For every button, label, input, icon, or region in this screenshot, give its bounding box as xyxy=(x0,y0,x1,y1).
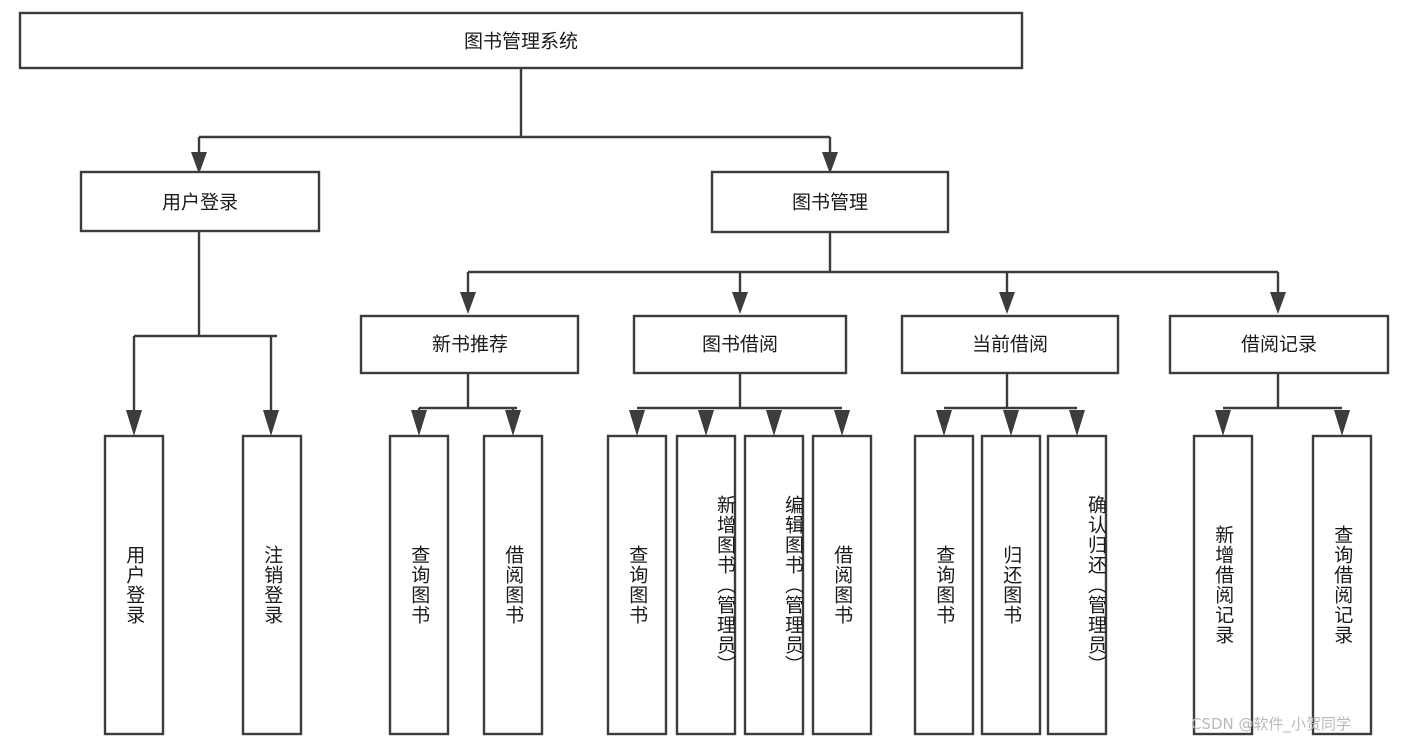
node-box-leaf-query-record[interactable] xyxy=(1311,434,1373,736)
arrow-head-new-book-recommend xyxy=(460,292,476,314)
leaf-boxes-borrow-record xyxy=(1192,434,1373,736)
connector-group-root xyxy=(191,68,838,174)
connector-group-new-book-recommend xyxy=(411,373,521,436)
node-box-leaf-add-book[interactable] xyxy=(675,434,737,736)
arrow-head-leaf-query-book-1 xyxy=(411,410,427,436)
node-box-leaf-return-book[interactable] xyxy=(980,434,1042,736)
connector-group-current-borrow xyxy=(936,373,1085,436)
node-label-borrow-record: 借阅记录 xyxy=(1241,334,1317,356)
node-label-book-borrow: 图书借阅 xyxy=(702,334,778,356)
arrow-head-leaf-confirm-return xyxy=(1069,410,1085,436)
node-current-borrow[interactable]: 当前借阅 xyxy=(900,314,1120,375)
node-box-leaf-query-book-1[interactable] xyxy=(388,434,450,736)
node-box-user-login[interactable] xyxy=(79,170,321,233)
node-label-root: 图书管理系统 xyxy=(464,31,578,53)
node-user-login[interactable]: 用户登录 xyxy=(79,170,321,233)
connector-group-book-borrow xyxy=(629,373,850,436)
node-root[interactable]: 图书管理系统 xyxy=(18,11,1024,70)
arrow-head-leaf-add-record xyxy=(1215,410,1231,436)
node-label-new-book-recommend: 新书推荐 xyxy=(432,334,508,356)
leaf-boxes-book-borrow xyxy=(606,434,873,736)
node-box-leaf-logout[interactable] xyxy=(241,434,303,736)
arrow-head-leaf-return-book xyxy=(1003,410,1019,436)
node-box-leaf-add-record[interactable] xyxy=(1192,434,1254,736)
arrow-head-leaf-edit-book xyxy=(766,410,782,436)
arrow-head-book-borrow xyxy=(732,292,748,314)
arrow-head-leaf-user-login xyxy=(126,410,142,436)
node-box-leaf-query-book-2[interactable] xyxy=(606,434,668,736)
arrow-head-leaf-logout xyxy=(263,410,279,436)
node-box-leaf-confirm-return[interactable] xyxy=(1046,434,1108,736)
leaf-boxes-user-login xyxy=(103,434,303,736)
node-box-leaf-user-login[interactable] xyxy=(103,434,165,736)
node-box-leaf-edit-book[interactable] xyxy=(743,434,805,736)
node-label-user-login: 用户登录 xyxy=(162,192,238,214)
node-label-book-management: 图书管理 xyxy=(792,192,868,214)
node-box-leaf-borrow-book-1[interactable] xyxy=(482,434,544,736)
node-book-management[interactable]: 图书管理 xyxy=(710,170,950,234)
node-borrow-record[interactable]: 借阅记录 xyxy=(1168,314,1390,375)
node-new-book-recommend[interactable]: 新书推荐 xyxy=(359,314,580,375)
arrow-head-book-mgmt xyxy=(822,152,838,174)
arrow-head-leaf-borrow-book-2 xyxy=(834,410,850,436)
leaf-boxes-current-borrow xyxy=(913,434,1108,736)
connector-group-borrow-record xyxy=(1215,373,1350,436)
node-box-leaf-borrow-book-2[interactable] xyxy=(811,434,873,736)
arrow-head-leaf-query-record xyxy=(1334,410,1350,436)
arrow-head-leaf-query-book-3 xyxy=(936,410,952,436)
arrow-head-leaf-borrow-book-1 xyxy=(505,410,521,436)
node-box-current-borrow[interactable] xyxy=(900,314,1120,375)
node-box-book-borrow[interactable] xyxy=(632,314,848,375)
node-book-borrow[interactable]: 图书借阅 xyxy=(632,314,848,375)
leaf-boxes-new-book-recommend xyxy=(388,434,544,736)
node-box-root[interactable] xyxy=(18,11,1024,70)
connector-group-user-login xyxy=(126,231,279,436)
connector-group-book-mgmt xyxy=(460,232,1286,314)
node-box-book-management[interactable] xyxy=(710,170,950,234)
arrow-head-leaf-add-book xyxy=(698,410,714,436)
node-box-borrow-record[interactable] xyxy=(1168,314,1390,375)
node-box-leaf-query-book-3[interactable] xyxy=(913,434,975,736)
arrow-head-current-borrow xyxy=(999,292,1015,314)
node-box-new-book-recommend[interactable] xyxy=(359,314,580,375)
arrow-head-leaf-query-book-2 xyxy=(629,410,645,436)
watermark-text: CSDN @软件_小贺同学 xyxy=(1191,715,1352,733)
arrow-head-borrow-record xyxy=(1270,292,1286,314)
node-label-current-borrow: 当前借阅 xyxy=(972,334,1048,356)
arrow-head-user-login xyxy=(191,152,207,174)
